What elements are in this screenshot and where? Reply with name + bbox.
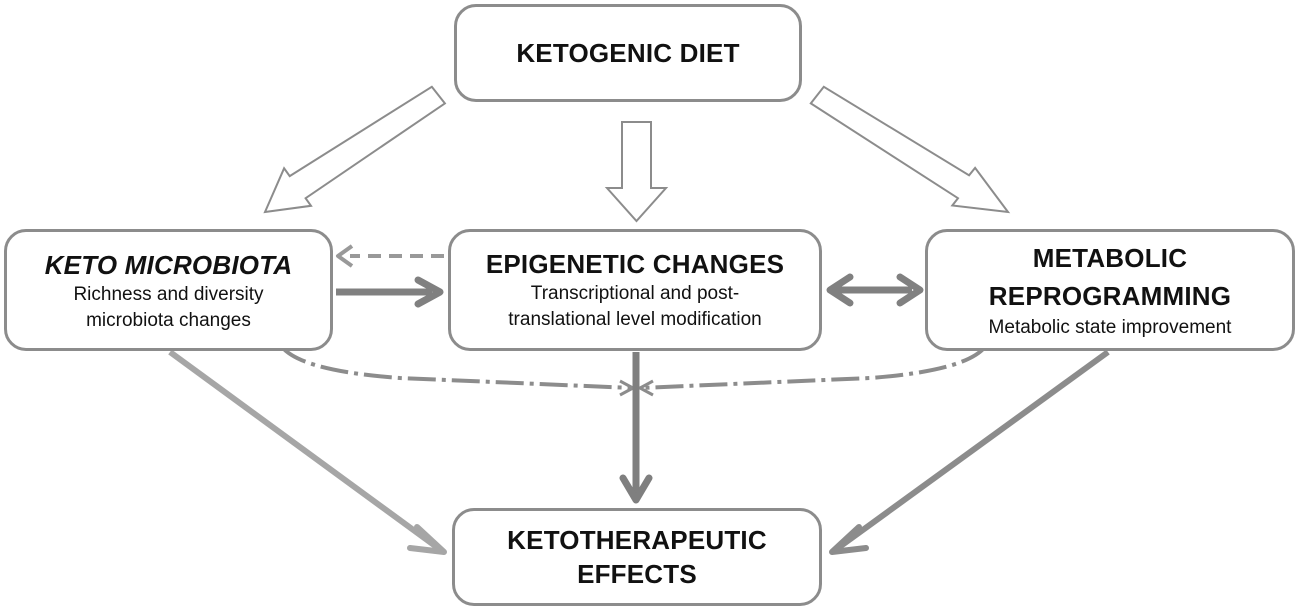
dashdot-arrowhead-left (619, 379, 637, 397)
solid-arrowhead-microbiota-to-epigenetic (414, 276, 444, 308)
node-epigenetic-changes-subtitle-line-2: translational level modification (508, 309, 762, 330)
hollow-arrow-diet-to-metabolic (809, 85, 1011, 214)
node-metabolic-reprogramming-title-line-1: METABOLIC (1032, 243, 1188, 273)
node-epigenetic-changes-title: EPIGENETIC CHANGES (485, 249, 785, 279)
node-metabolic-reprogramming: METABOLIC REPROGRAMMING Metabolic state … (925, 229, 1295, 351)
arrow-metabolic-to-effects (836, 349, 1110, 551)
hollow-arrow-diet-to-microbiota (263, 85, 447, 214)
dashed-arrowhead (336, 244, 354, 268)
arrowhead-microbiota-to-effects (407, 524, 447, 555)
dashdot-curve-metabolic-to-center (639, 345, 987, 390)
node-epigenetic-changes: EPIGENETIC CHANGES Transcriptional and p… (448, 229, 822, 351)
node-keto-microbiota: KETO MICROBIOTA Richness and diversity m… (4, 229, 333, 351)
node-ketotherapeutic-effects-title-line-1: KETOTHERAPEUTIC (507, 525, 767, 555)
node-metabolic-reprogramming-title-line-2: REPROGRAMMING (988, 281, 1232, 311)
node-epigenetic-changes-subtitle-line-1: Transcriptional and post- (530, 283, 740, 304)
node-keto-microbiota-title: KETO MICROBIOTA (44, 250, 293, 280)
node-keto-microbiota-subtitle-line-2: microbiota changes (86, 310, 251, 331)
arrow-microbiota-to-effects (168, 349, 440, 551)
hollow-arrow-diet-to-epigenetic (604, 121, 669, 223)
node-ketotherapeutic-effects: KETOTHERAPEUTIC EFFECTS (452, 508, 822, 606)
dashdot-arrowhead-right (636, 379, 654, 397)
node-ketotherapeutic-effects-title-line-2: EFFECTS (577, 559, 697, 589)
dashdot-curve-microbiota-to-center (280, 345, 634, 390)
arrowhead-epigenetic-to-effects (619, 474, 653, 504)
node-ketogenic-diet: KETOGENIC DIET (454, 4, 802, 102)
arrowhead-metabolic-to-effects (829, 524, 869, 555)
bidirectional-arrowhead-left (826, 273, 854, 307)
bidirectional-arrowhead-right (896, 273, 924, 307)
node-metabolic-reprogramming-subtitle: Metabolic state improvement (988, 317, 1232, 338)
node-ketogenic-diet-title: KETOGENIC DIET (516, 38, 740, 68)
node-keto-microbiota-subtitle-line-1: Richness and diversity (73, 284, 264, 305)
